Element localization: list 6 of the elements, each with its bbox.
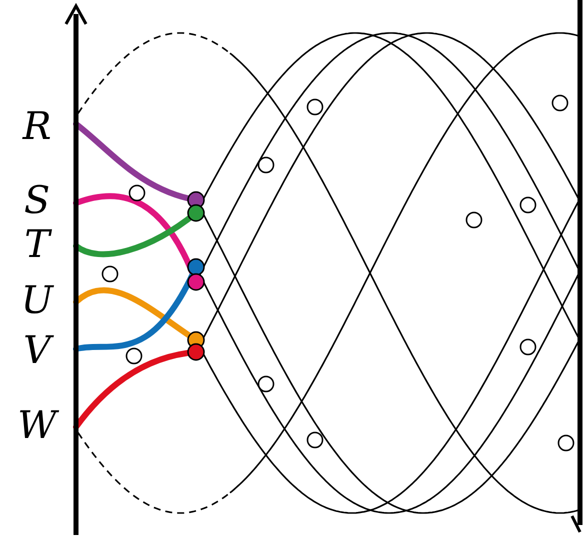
- strand-label: V: [12, 330, 62, 370]
- strand-label: W: [16, 405, 60, 445]
- strand-label: S: [22, 180, 52, 220]
- strand-label: R: [21, 106, 52, 146]
- strand-label: U: [20, 280, 55, 320]
- strand-label: T: [23, 224, 53, 264]
